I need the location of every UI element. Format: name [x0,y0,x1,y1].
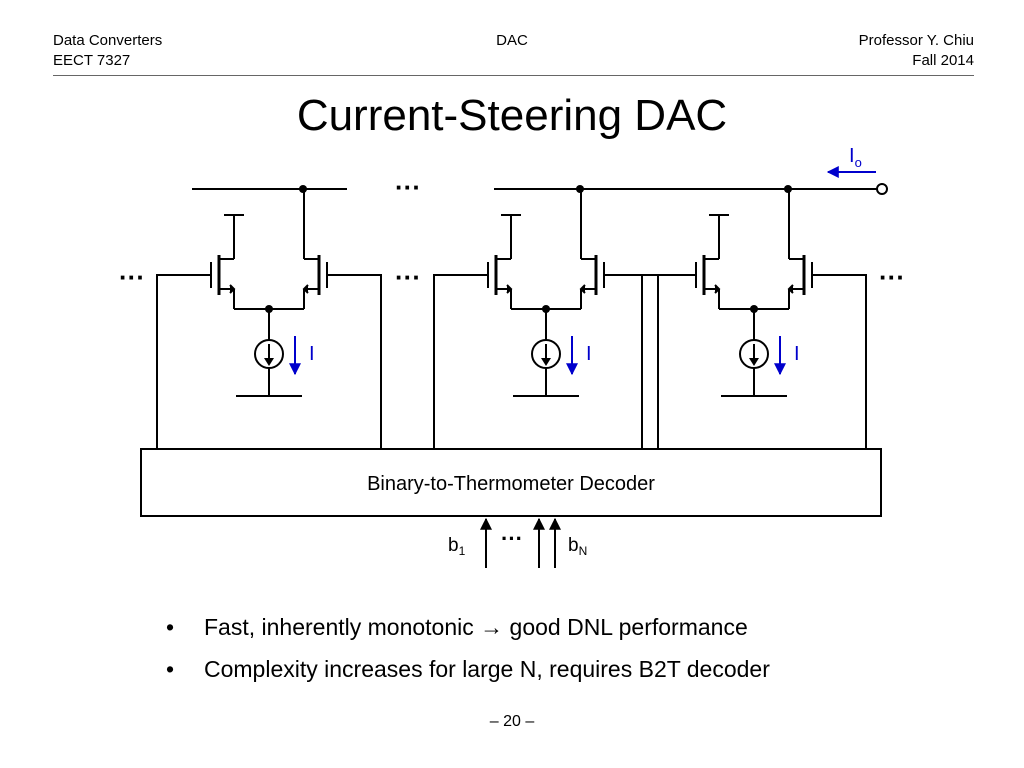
left-source-arrow [229,284,236,294]
bullet-marker: • [166,614,175,640]
page-number: – 20 – [489,713,535,730]
course-name: Data Converters [53,32,163,49]
semester: Fall 2014 [912,52,974,69]
input-arrows [480,517,561,568]
right-source-arrow [787,284,794,294]
bullet-marker: • [166,656,175,682]
decoder-label: Binary-to-Thermometer Decoder [367,473,655,495]
cell-current-label: I [309,343,315,365]
left-ellipsis: ··· [119,262,145,292]
left-source-arrow [714,284,721,294]
right-source-arrow [579,284,586,294]
header-right: Professor Y. Chiu Fall 2014 [859,31,974,71]
right-source-arrow [302,284,309,294]
header-divider [53,75,974,76]
bullet-text: Complexity increases for large N, requir… [204,656,770,682]
middle-ellipsis: ··· [395,262,421,292]
right-gate-wire [812,274,867,449]
input-label-bN: bN [568,535,587,558]
cell-current-label: I [794,343,800,365]
current-source-arrow-head [264,358,274,366]
left-source-arrow [506,284,513,294]
professor-name: Professor Y. Chiu [858,32,974,49]
header-left: Data Converters EECT 7327 [53,31,162,71]
current-cell: I [156,189,382,449]
input-label-b1: b1 [448,535,466,558]
current-source-arrow-head [541,358,551,366]
header-topic: DAC [496,32,528,49]
output-current-label: Io [849,145,862,170]
decoder-box [140,448,882,517]
header-center: DAC [0,31,1024,51]
slide-title: Current-Steering DAC [296,91,728,140]
course-code: EECT 7327 [53,52,131,69]
current-cell: I [641,189,867,449]
right-gate-wire [327,274,382,449]
output-terminal [876,183,888,195]
left-gate-wire [433,274,488,449]
current-cell: I [433,189,659,449]
right-gate-wire [604,274,659,449]
input-ellipsis: ··· [501,526,523,551]
cell-current-label: I [586,343,592,365]
bullet-text: Fast, inherently monotonic → good DNL pe… [204,614,748,640]
bus-ellipsis: ··· [395,172,421,202]
left-gate-wire [156,274,211,449]
left-gate-wire [641,274,696,449]
right-ellipsis: ··· [879,262,905,292]
current-source-arrow-head [749,358,759,366]
wires [192,183,888,195]
